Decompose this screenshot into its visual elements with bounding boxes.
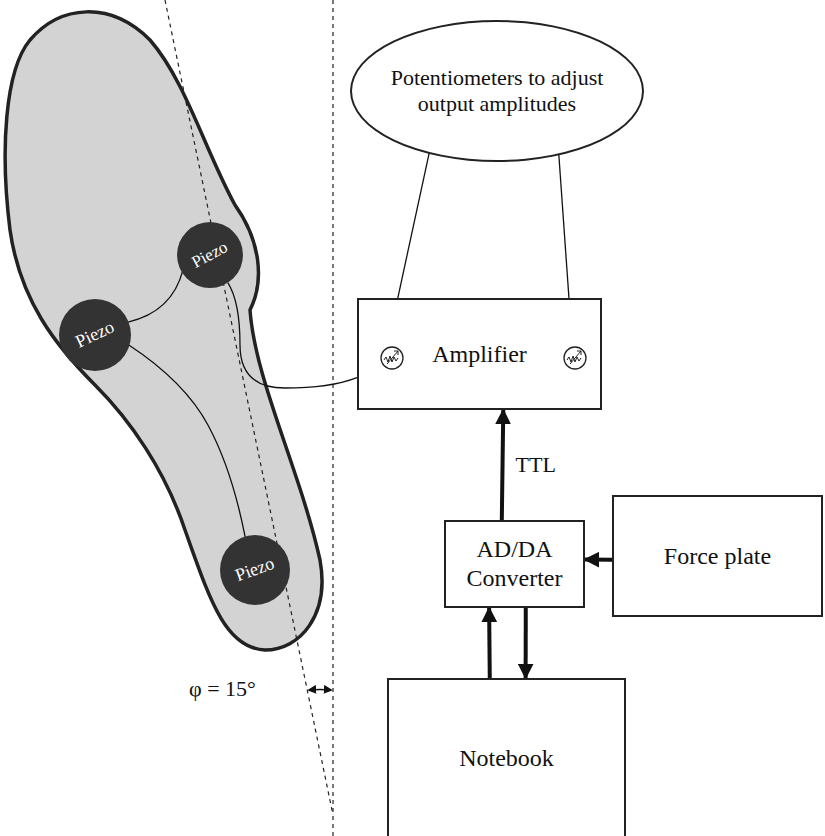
piezo-wire bbox=[128, 270, 183, 322]
foot-axis bbox=[165, 0, 333, 815]
notebook-box: Notebook bbox=[387, 678, 626, 836]
converter-box: AD/DA Converter bbox=[444, 520, 585, 608]
signal-arrow bbox=[502, 410, 503, 520]
potentiometer-dial bbox=[381, 347, 403, 369]
node-label: Amplifier bbox=[432, 340, 527, 369]
potentiometer-arrow bbox=[387, 351, 398, 364]
potentiometer-arrow bbox=[570, 351, 581, 364]
piezo-disc: Piezo bbox=[177, 222, 243, 288]
signal-name: TTL bbox=[513, 452, 559, 478]
angle-arc bbox=[309, 689, 331, 691]
potentiometer-ellipse: Potentiometers to adjust output amplitud… bbox=[350, 20, 644, 162]
piezo-label: Piezo bbox=[72, 317, 117, 353]
node-label: AD/DA Converter bbox=[452, 535, 577, 593]
vertical-axis bbox=[332, 0, 333, 836]
piezo-wire bbox=[129, 345, 245, 537]
piezo-wire bbox=[228, 283, 357, 388]
insole-outline bbox=[5, 12, 322, 650]
node-label: Potentiometers to adjust output amplitud… bbox=[382, 65, 612, 118]
node-label: Force plate bbox=[664, 542, 771, 571]
angle-label: φ = 15° bbox=[186, 676, 259, 702]
piezo-disc: Piezo bbox=[59, 299, 131, 371]
signal-arrow bbox=[585, 558, 612, 562]
piezo-label: Piezo bbox=[189, 237, 232, 273]
signal-arrow bbox=[487, 608, 492, 678]
signal-arrow bbox=[524, 608, 528, 678]
force-plate-box: Force plate bbox=[612, 495, 823, 617]
piezo-label: Piezo bbox=[233, 553, 278, 587]
amplifier-box: Amplifier bbox=[357, 298, 602, 410]
piezo-disc: Piezo bbox=[220, 535, 290, 605]
node-label: Notebook bbox=[459, 744, 554, 773]
potentiometer-dial bbox=[564, 347, 586, 369]
